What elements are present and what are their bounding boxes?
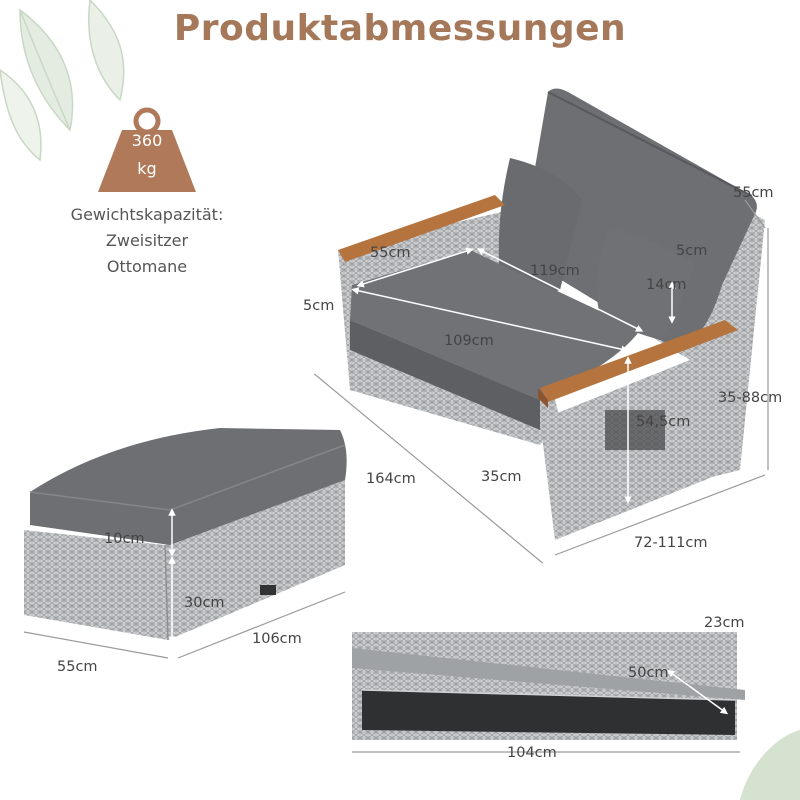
weight-unit: kg: [137, 159, 157, 178]
label-backrest-length: 119cm: [530, 263, 580, 279]
label-ottoman-cushion-height: 10cm: [104, 531, 145, 547]
label-ottoman-base-height: 30cm: [184, 595, 225, 611]
label-total-width: 164cm: [366, 471, 416, 487]
label-depth-range: 72-111cm: [634, 535, 708, 551]
label-pillow-small: 5cm: [676, 243, 708, 259]
weight-value: 360: [131, 131, 163, 150]
label-ottoman-length: 106cm: [252, 631, 302, 647]
label-box-length: 104cm: [507, 745, 557, 761]
label-total-height: 35-88cm: [718, 390, 783, 406]
ottoman-dimension-lines: [23, 591, 346, 659]
label-box-height: 23cm: [704, 615, 745, 631]
label-seat-width: 109cm: [444, 333, 494, 349]
label-cushion-thickness: 14cm: [646, 277, 687, 293]
label-ottoman-width: 55cm: [57, 659, 98, 675]
label-seat-thickness: 5cm: [303, 298, 335, 314]
label-seat-depth: 55cm: [370, 245, 411, 261]
label-box-inner-depth: 50cm: [628, 665, 669, 681]
leaf-decoration-bottom-right: [740, 730, 800, 800]
storage-box-measure-lines: [666, 621, 744, 715]
ottoman-illustration: [24, 428, 347, 641]
leaf-decoration-top-left: [0, 0, 125, 162]
weight-caption-line3: Ottomane: [106, 257, 188, 276]
label-back-height: 55cm: [733, 185, 774, 201]
weight-caption-line2: Zweisitzer: [105, 231, 189, 250]
label-seat-height: 35cm: [481, 469, 522, 485]
label-arm-height: 54,5cm: [636, 414, 691, 430]
sofa-dimension-lines: [309, 199, 769, 567]
weight-icon: [98, 107, 196, 192]
weight-caption-line1: Gewichtskapazität:: [70, 205, 224, 224]
storage-box-illustration: [352, 632, 745, 740]
page-title: Produktabmessungen: [173, 8, 627, 49]
